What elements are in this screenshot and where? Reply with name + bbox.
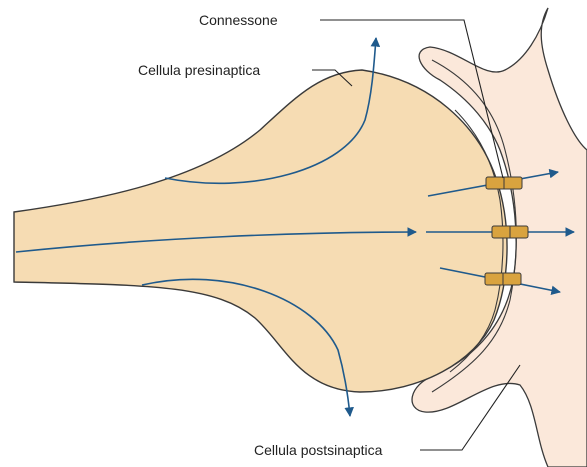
connexon-channel-icon — [492, 226, 528, 238]
connexon-channel-icon — [486, 177, 522, 189]
postsynaptic-cell-label: Cellula postsinaptica — [254, 442, 383, 458]
connexon-label: Connessone — [199, 12, 278, 28]
presynaptic-cell-label: Cellula presinaptica — [138, 62, 260, 78]
presynaptic-cell — [14, 70, 507, 392]
connexon-channel-icon — [485, 273, 521, 285]
